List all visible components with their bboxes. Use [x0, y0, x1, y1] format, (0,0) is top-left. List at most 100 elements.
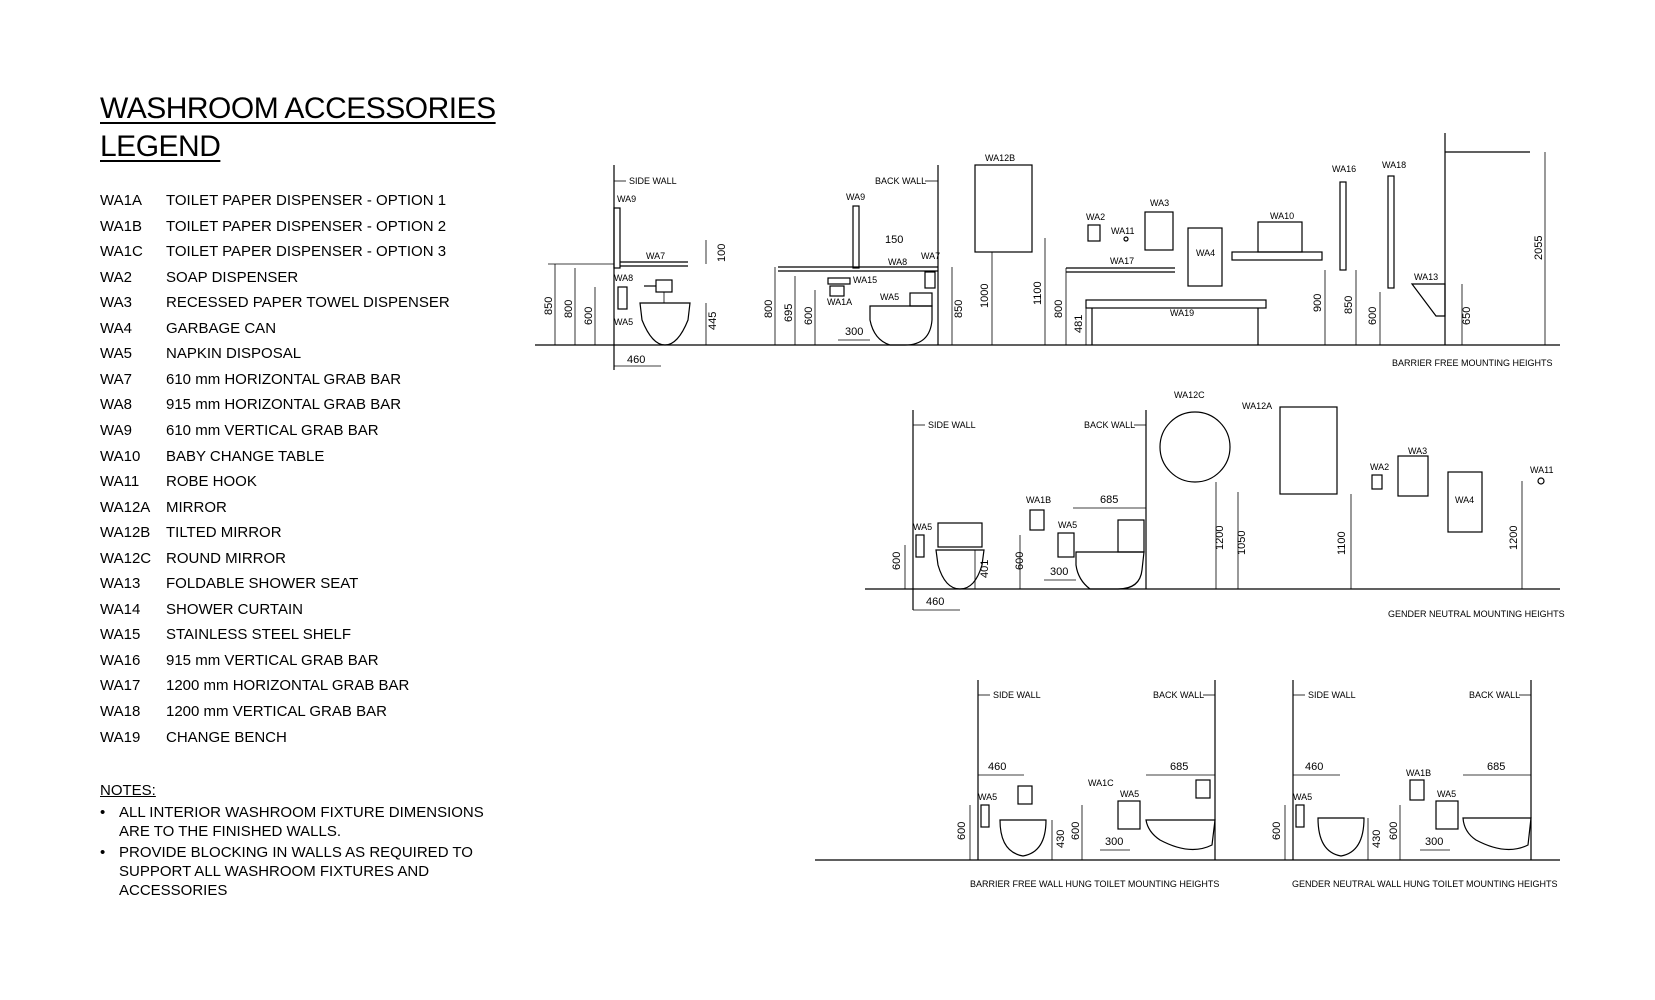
legend-title-line2: LEGEND [100, 130, 221, 163]
dim-685: 685 [1170, 761, 1188, 773]
wa8-tag: WA8 [614, 273, 633, 283]
notes-heading: NOTES: [100, 782, 156, 799]
stainless-shelf [827, 277, 851, 285]
dim-695: 695 [783, 304, 795, 322]
foldable-shower-seat [1410, 283, 1446, 317]
dim-1100: 1100 [1336, 531, 1348, 555]
wa5-tag: WA5 [1058, 520, 1077, 530]
legend-code: WA1C [100, 243, 143, 261]
wa3-tag: WA3 [1150, 198, 1169, 208]
napkin-disposal [1295, 804, 1305, 828]
vertical-grab-bar-1200 [1387, 175, 1395, 289]
dim-600: 600 [583, 307, 595, 325]
legend-description: ROUND MIRROR [166, 549, 286, 567]
legend-description: 610 mm VERTICAL GRAB BAR [166, 421, 379, 439]
dim-401: 401 [979, 560, 991, 578]
dim-600: 600 [1014, 552, 1026, 570]
wa13-tag: WA13 [1414, 272, 1438, 282]
legend-code: WA12B [100, 524, 151, 542]
wa16-tag: WA16 [1332, 164, 1356, 174]
dim-850: 850 [543, 297, 555, 315]
gender-neutral-caption: GENDER NEUTRAL MOUNTING HEIGHTS [1388, 609, 1565, 619]
note-bullet: • [100, 844, 106, 861]
dim-1000: 1000 [979, 284, 991, 308]
vertical-grab-bar [852, 205, 860, 269]
back-wall-label: BACK WALL [1084, 420, 1135, 430]
side-wall-label: SIDE WALL [1308, 690, 1356, 700]
dim-600: 600 [1388, 822, 1400, 840]
legend-description: SHOWER CURTAIN [166, 600, 303, 618]
dim-850: 850 [953, 300, 965, 318]
wa5-tag: WA5 [1120, 789, 1139, 799]
dim-460: 460 [627, 354, 645, 366]
dim-300: 300 [1425, 836, 1443, 848]
legend-code: WA16 [100, 651, 141, 669]
legend-code: WA17 [100, 677, 141, 695]
legend-description: TOILET PAPER DISPENSER - OPTION 2 [166, 217, 447, 235]
dim-600: 600 [1367, 307, 1379, 325]
legend-description: TILTED MIRROR [166, 524, 282, 542]
legend-code: WA12C [100, 549, 152, 567]
wa12a-tag: WA12A [1242, 401, 1272, 411]
toilet-side-view [1075, 551, 1145, 590]
robe-hook [1123, 236, 1129, 242]
wa15-tag: WA15 [853, 275, 877, 285]
bf-wall-hung-caption: BARRIER FREE WALL HUNG TOILET MOUNTING H… [970, 879, 1219, 889]
wa10-tag: WA10 [1270, 211, 1294, 221]
flush-valve [924, 271, 936, 289]
wa11-tag: WA11 [1111, 226, 1135, 236]
legend-code: WA8 [100, 396, 132, 414]
vertical-grab-bar-915 [1339, 181, 1347, 271]
dim-481: 481 [1073, 315, 1085, 333]
dim-685: 685 [1100, 494, 1118, 506]
legend-code: WA18 [100, 703, 141, 720]
wa7-tag: WA7 [646, 251, 665, 261]
legend-code: WA2 [100, 268, 132, 286]
dim-300: 300 [1105, 836, 1123, 848]
legend-panel: WASHROOM ACCESSORIES LEGEND WA1A TOILET P… [0, 0, 520, 1000]
wa1b-tag: WA1B [1406, 768, 1431, 778]
round-mirror [1159, 411, 1231, 483]
toilet-side-view [869, 305, 933, 346]
garbage-can [1447, 471, 1483, 533]
legend-description: 915 mm VERTICAL GRAB BAR [166, 651, 379, 669]
legend-description: 915 mm HORIZONTAL GRAB BAR [166, 396, 402, 414]
wa1c-tag: WA1C [1088, 778, 1114, 788]
dim-900: 900 [1312, 294, 1324, 312]
legend-code: WA13 [100, 575, 141, 593]
wa5-tag: WA5 [880, 292, 899, 302]
wa5-tag: WA5 [1293, 792, 1312, 802]
dim-800: 800 [1053, 300, 1065, 318]
dim-800: 800 [563, 300, 575, 318]
legend-code: WA14 [100, 600, 141, 618]
legend-title-line1: WASHROOM ACCESSORIES [100, 92, 496, 125]
legend-description: STAINLESS STEEL SHELF [166, 626, 352, 644]
wa2-tag: WA2 [1086, 212, 1105, 222]
wa5-tag: WA5 [978, 792, 997, 802]
napkin-disposal [1435, 800, 1459, 830]
mirror [1279, 406, 1338, 495]
legend-description: GARBAGE CAN [166, 319, 277, 337]
dim-430: 430 [1055, 830, 1067, 848]
napkin-disposal [617, 286, 628, 310]
napkin-disposal [980, 804, 990, 828]
napkin-disposal [915, 534, 925, 558]
wa18-tag: WA18 [1382, 160, 1406, 170]
toilet-paper-dispenser [1409, 779, 1425, 801]
legend-description: SOAP DISPENSER [166, 268, 299, 286]
wa19-tag: WA19 [1170, 308, 1194, 318]
tilted-mirror [974, 164, 1033, 253]
napkin-disposal [909, 292, 933, 307]
legend-code: WA1A [100, 192, 142, 209]
side-wall-label: SIDE WALL [629, 176, 677, 186]
legend-code: WA11 [100, 473, 140, 491]
soap-dispenser [1371, 474, 1383, 490]
toilet-tank [937, 522, 983, 548]
wa4-tag: WA4 [1455, 495, 1474, 505]
back-wall-label: BACK WALL [1153, 690, 1204, 700]
paper-towel-dispenser [1397, 455, 1429, 497]
wa17-tag: WA17 [1110, 256, 1134, 266]
note-text: PROVIDE BLOCKING IN WALLS AS REQUIRED TO… [119, 844, 473, 899]
dim-1100: 1100 [1032, 281, 1044, 305]
legend-code: WA5 [100, 345, 132, 363]
